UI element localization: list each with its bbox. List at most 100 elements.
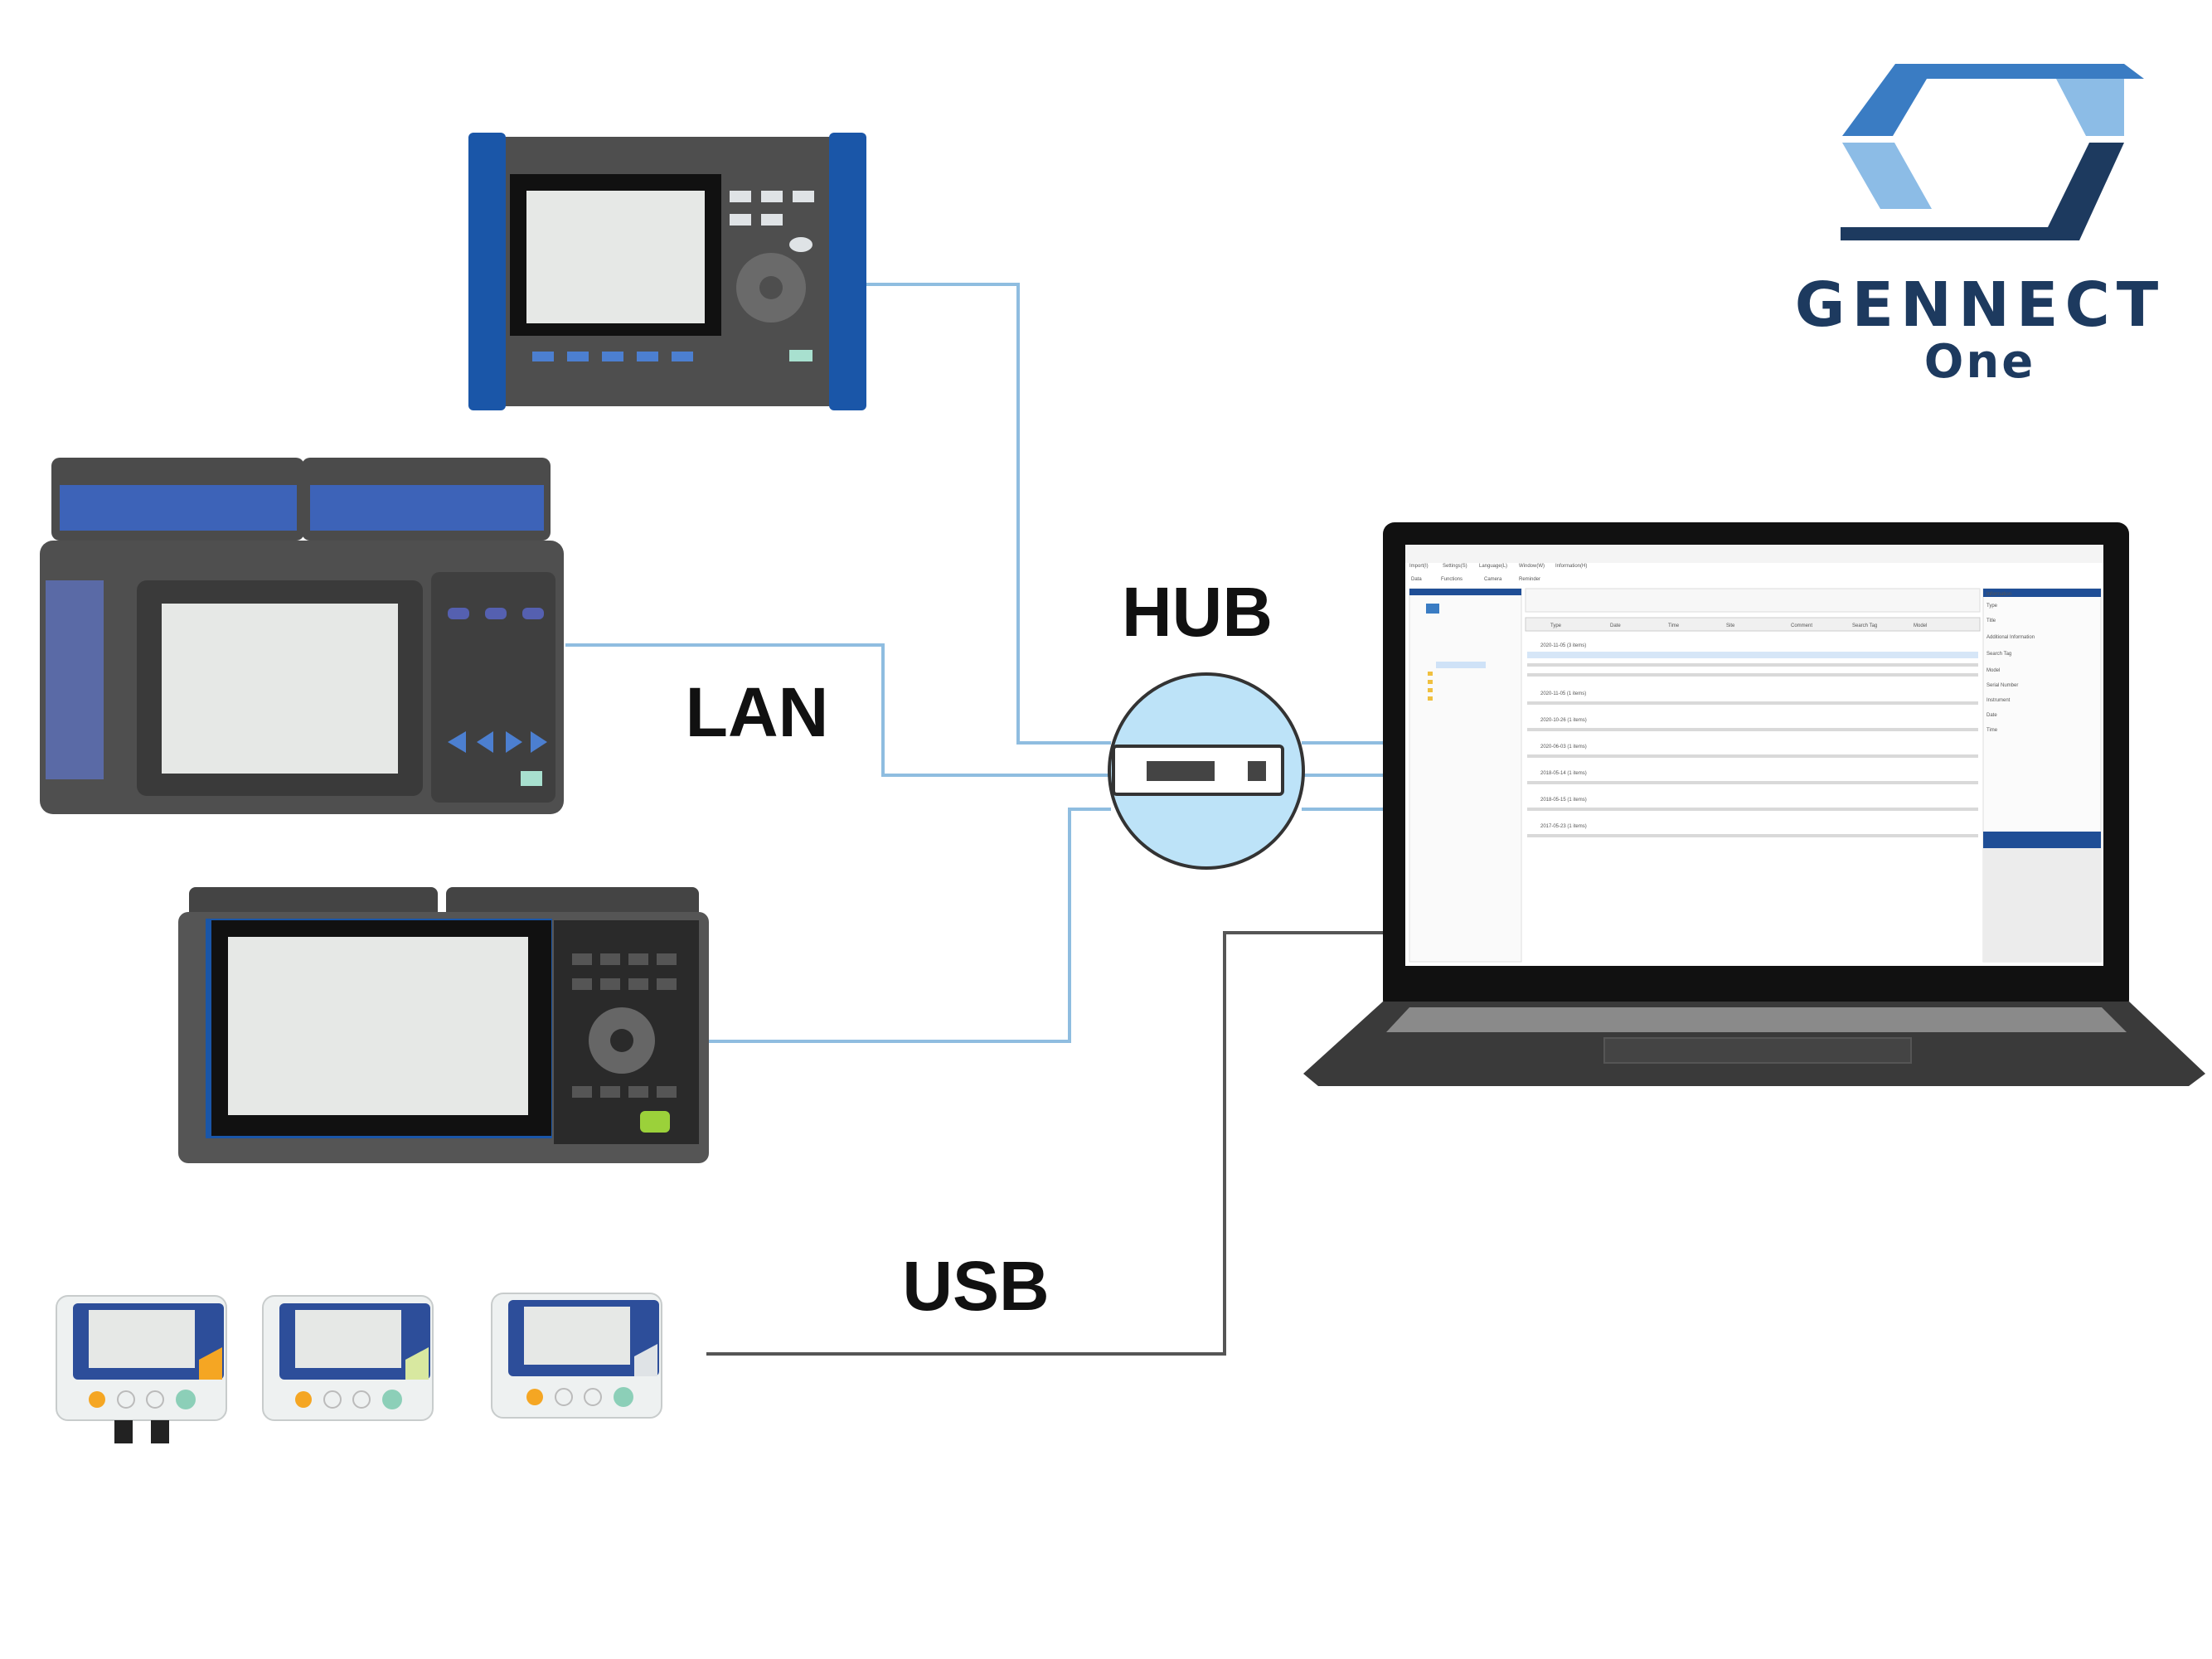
app-col-date: Date <box>1610 623 1621 628</box>
wireless-logger-3-screen <box>524 1307 630 1365</box>
wireless-logger-1-button-b <box>146 1390 164 1409</box>
app-info-type: Type <box>1986 604 1998 609</box>
memory-hicorder-device <box>178 887 709 1163</box>
power-analyzer-right-grip <box>829 133 866 410</box>
app-nav-selected-item <box>1436 662 1486 668</box>
app-groups: 2020-11-05 (3 items) 2020-11-05 (1 items… <box>1540 643 1587 829</box>
wireless-logger-1-start-button <box>176 1390 196 1409</box>
logo-left-lower <box>1842 143 1932 209</box>
app-info-footer-bar <box>1983 832 2101 848</box>
hub <box>1108 672 1305 870</box>
lan-cable-memory-hicorder <box>709 808 1111 1043</box>
laptop: Import(I) Settings(S) Language(L) Window… <box>1303 522 2205 1086</box>
app-nav-pane <box>1409 588 1522 963</box>
laptop-keyboard <box>1386 1007 2127 1032</box>
app-column-header <box>1525 617 1981 632</box>
app-col-comment: Comment <box>1791 623 1812 628</box>
lan-cable-power-analyzer <box>866 283 1111 745</box>
app-rows <box>1527 663 1978 837</box>
app-selected-row <box>1527 652 1978 658</box>
power-analyzer-left-grip <box>468 133 506 410</box>
hub-label: HUB <box>1122 573 1273 651</box>
app-info-header <box>1983 589 2101 597</box>
app-group-6: 2018-05-15 (1 items) <box>1540 798 1587 803</box>
app-group-1: 2020-11-05 (3 items) <box>1540 643 1586 648</box>
data-logger-start-key <box>521 771 542 786</box>
app-info-instrument: Instrument <box>1986 698 2011 703</box>
wireless-logger-1-screen <box>89 1310 195 1368</box>
wireless-logger-1-led <box>89 1391 105 1408</box>
data-logger-keys <box>448 608 544 619</box>
data-logger-screen <box>162 604 398 774</box>
app-group-5: 2018-05-14 (1 items) <box>1540 771 1587 776</box>
app-nav-header <box>1409 589 1521 595</box>
app-col-search-tag: Search Tag <box>1852 623 1877 628</box>
wireless-logger-2-button-a <box>323 1390 342 1409</box>
app-tab-reminder: Reminder <box>1519 577 1540 582</box>
hub-port-bar <box>1147 761 1215 781</box>
logo-name: GENNECT <box>1795 269 2166 341</box>
memory-hicorder-dial-center <box>610 1029 633 1052</box>
logo-top-left <box>1842 64 2144 136</box>
app-menu-language: Language(L) <box>1479 564 1507 569</box>
app-group-7: 2017-05-23 (1 items) <box>1540 824 1587 829</box>
power-analyzer-device <box>468 133 866 410</box>
app-info-fields: Type Title Additional Information Search… <box>1986 604 2035 733</box>
wireless-logger-3-accent <box>634 1344 657 1376</box>
logo-sub: One <box>1924 335 2035 389</box>
wireless-logger-3-start-button <box>614 1387 633 1407</box>
usb-label: USB <box>902 1247 1049 1325</box>
app-info-model: Model <box>1986 668 2000 673</box>
data-logger-arrows <box>448 731 547 753</box>
data-logger-control-panel <box>431 572 555 803</box>
app-group-4: 2020-06-03 (1 items) <box>1540 745 1587 749</box>
app-info-date: Date <box>1986 713 1997 718</box>
app-tab-data: Data <box>1411 577 1422 582</box>
app-col-model: Model <box>1914 623 1927 628</box>
wireless-logger-2 <box>262 1295 434 1421</box>
wireless-logger-3-button-b <box>584 1388 602 1406</box>
logo-top-right <box>2056 79 2124 136</box>
wireless-logger-2-start-button <box>382 1390 402 1409</box>
memory-hicorder-screen <box>228 937 528 1115</box>
laptop-touchpad <box>1603 1037 1912 1064</box>
app-info-time: Time <box>1986 728 1998 733</box>
app-menu-import: Import(I) <box>1409 564 1429 569</box>
app-info-title-field: Title <box>1986 618 1996 623</box>
memory-hicorder-start-key <box>640 1111 670 1133</box>
app-menubar <box>1405 545 2103 563</box>
app-tabs: Data Functions Camera Reminder <box>1411 577 1540 582</box>
wireless-logger-2-led <box>295 1391 312 1408</box>
logo-right-lower <box>1841 143 2124 240</box>
app-toolbar <box>1525 588 1981 613</box>
wireless-logger-1-button-a <box>117 1390 135 1409</box>
lan-cables <box>565 283 1383 1043</box>
app-info-footer-fill <box>1983 848 2101 962</box>
app-info-title: Information <box>1986 592 2011 597</box>
app-col-type: Type <box>1550 623 1562 628</box>
app-info-additional: Additional Information <box>1986 635 2035 640</box>
app-info-serial: Serial Number <box>1986 683 2018 688</box>
hub-port-led <box>1248 761 1266 781</box>
wireless-logger-1-probe-a <box>114 1420 133 1443</box>
app-nav-tree <box>1428 672 1433 701</box>
lan-cable-data-logger <box>565 643 1111 777</box>
app-col-site: Site <box>1726 623 1735 628</box>
power-analyzer-dial-center <box>759 276 783 299</box>
data-logger-module-right-terminals <box>310 485 544 531</box>
folder-icon <box>1426 604 1439 614</box>
wireless-logger-3-button-a <box>555 1388 573 1406</box>
power-analyzer-func-keys <box>532 352 693 361</box>
wireless-logger-2-screen <box>295 1310 401 1368</box>
data-logger-module-left-terminals <box>60 485 297 531</box>
app-group-3: 2020-10-26 (1 items) <box>1540 718 1587 723</box>
usb-cable <box>706 931 1383 1356</box>
app-col-time: Time <box>1668 623 1680 628</box>
gennect-one-logo: GENNECT One <box>1795 64 2166 389</box>
wireless-logger-2-button-b <box>352 1390 371 1409</box>
app-menu: Import(I) Settings(S) Language(L) Window… <box>1409 564 1587 569</box>
app-info-search-tag: Search Tag <box>1986 652 2011 657</box>
lan-label: LAN <box>686 673 829 751</box>
wireless-logger-2-accent <box>405 1347 429 1380</box>
